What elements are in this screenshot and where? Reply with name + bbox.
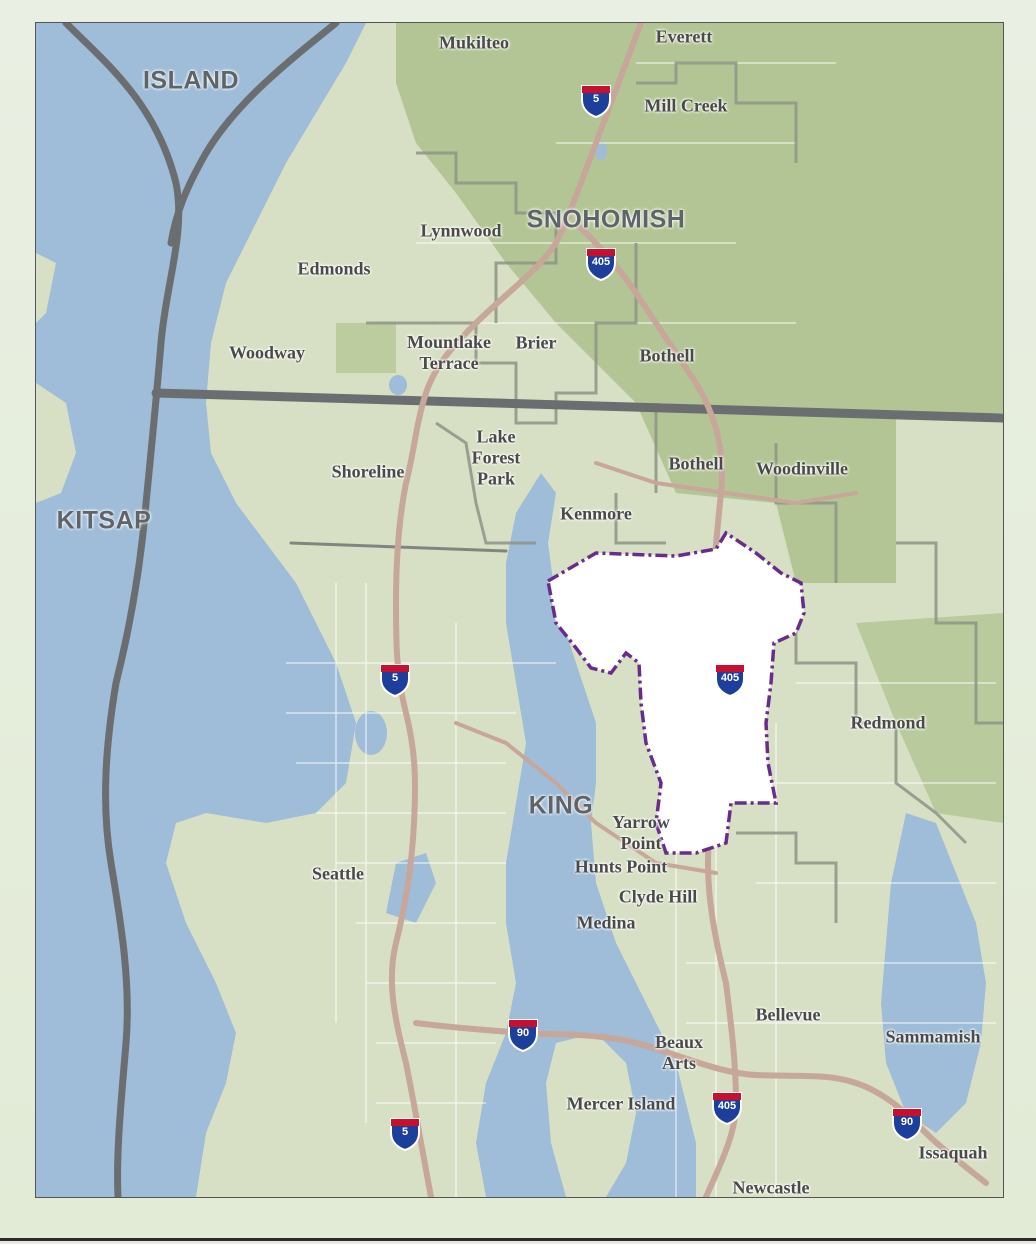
shield-number: 5 xyxy=(391,672,399,684)
place-label-bothell-north: Bothell xyxy=(639,345,695,366)
place-label-kenmore: Kenmore xyxy=(560,503,632,524)
small-lake-mlt xyxy=(389,375,407,395)
lake-sammamish xyxy=(881,813,986,1133)
place-label-brier: Brier xyxy=(515,332,557,353)
interstate-shield-i405-south: 405 xyxy=(711,1091,743,1125)
whidbey-shore xyxy=(36,253,56,323)
place-label-mountlake-terrace: Mountlake Terrace xyxy=(406,332,492,373)
forest-area-east xyxy=(856,613,1003,823)
shield-number: 405 xyxy=(720,672,740,684)
highlighted-study-area[interactable] xyxy=(546,530,806,855)
place-label-lake-forest-park: Lake Forest Park xyxy=(471,426,521,489)
place-label-medina: Medina xyxy=(576,912,636,933)
small-lake-north xyxy=(595,142,607,160)
place-label-beaux-arts: Beaux Arts xyxy=(654,1032,704,1073)
county-label-island: ISLAND xyxy=(142,66,240,95)
place-label-clyde-hill: Clyde Hill xyxy=(618,886,698,907)
city-boundaries xyxy=(366,61,1003,923)
bottom-rule xyxy=(0,1238,1036,1241)
snohomish-king-line xyxy=(151,388,1003,423)
island-county-line-north xyxy=(167,23,340,247)
lake-washington xyxy=(476,473,696,1197)
map-view[interactable]: ISLAND SNOHOMISH KITSAP KING Mukilteo Ev… xyxy=(35,22,1004,1198)
green-lake xyxy=(355,711,387,755)
forest-area-snohomish xyxy=(336,323,396,373)
place-label-seattle: Seattle xyxy=(312,863,364,884)
interstate-shield-i90-west: 90 xyxy=(507,1018,539,1052)
place-label-mercer-island: Mercer Island xyxy=(566,1093,676,1114)
place-label-mukilteo: Mukilteo xyxy=(439,32,509,53)
county-label-king: KING xyxy=(528,791,594,820)
place-label-woodinville: Woodinville xyxy=(755,458,849,479)
forest-area-north xyxy=(396,23,1003,583)
sr520-route xyxy=(454,721,718,875)
place-label-bellevue: Bellevue xyxy=(755,1004,821,1025)
place-label-yarrow-point: Yarrow Point xyxy=(612,812,670,853)
interstate-shield-i5-south: 5 xyxy=(389,1117,421,1151)
interstate-shield-i5-north: 5 xyxy=(580,84,612,118)
sr522-route xyxy=(594,461,858,505)
i5-route xyxy=(388,23,644,1197)
interstate-shield-i90-east: 90 xyxy=(891,1107,923,1141)
mercer-island-land xyxy=(546,1033,636,1197)
place-label-sammamish: Sammamish xyxy=(885,1026,981,1047)
island-county-line xyxy=(62,23,183,1197)
place-label-mill-creek: Mill Creek xyxy=(644,95,728,116)
place-label-edmonds: Edmonds xyxy=(297,258,371,279)
place-label-bothell-south: Bothell xyxy=(668,453,724,474)
place-label-woodway: Woodway xyxy=(228,342,306,363)
place-label-shoreline: Shoreline xyxy=(331,461,405,482)
shield-number: 5 xyxy=(592,93,600,105)
map-graphics xyxy=(36,23,1003,1197)
shield-number: 90 xyxy=(516,1027,530,1039)
county-label-kitsap: KITSAP xyxy=(56,506,152,535)
place-label-newcastle: Newcastle xyxy=(732,1177,810,1198)
lake-union xyxy=(386,853,436,923)
interstate-shield-i405-north: 405 xyxy=(585,247,617,281)
shield-number: 405 xyxy=(591,256,611,268)
interstate-shield-i405-mid: 405 xyxy=(714,663,746,697)
place-label-everett: Everett xyxy=(655,26,713,47)
shield-number: 90 xyxy=(900,1116,914,1128)
interstate-shield-i5-mid: 5 xyxy=(379,663,411,697)
place-label-redmond: Redmond xyxy=(850,712,926,733)
shield-number: 405 xyxy=(717,1100,737,1112)
place-label-issaquah: Issaquah xyxy=(918,1142,988,1163)
place-label-lynnwood: Lynnwood xyxy=(420,220,502,241)
bainbridge-shore xyxy=(36,383,76,503)
county-label-snohomish: SNOHOMISH xyxy=(526,205,686,234)
shield-number: 5 xyxy=(401,1126,409,1138)
place-label-hunts-point: Hunts Point xyxy=(574,856,668,877)
